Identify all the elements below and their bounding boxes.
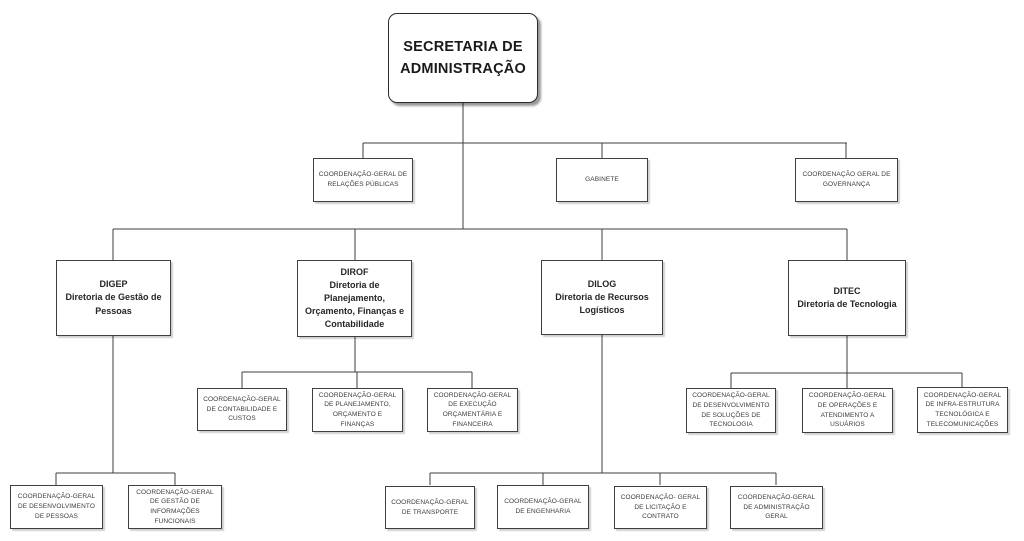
org-box-label: COORDENAÇÃO- GERAL DE LICITAÇÃO E CONTRA… <box>620 493 701 521</box>
org-box-label: COORDENAÇÃO GERAL DE GOVERNANÇA <box>802 171 891 188</box>
org-box-administracao-geral: COORDENAÇÃO-GERAL DE ADMINISTRAÇÃO GERAL <box>730 486 823 529</box>
org-box-label: COORDENAÇÃO-GERAL DE TRANSPORTE <box>391 498 469 516</box>
org-box-engenharia: COORDENAÇÃO-GERAL DE ENGENHARIA <box>497 485 589 529</box>
org-box-secretaria-de-administracao: SECRETARIA DE ADMINISTRAÇÃO <box>388 13 538 103</box>
directorate-acronym: DILOG <box>587 278 617 289</box>
org-box-label: COORDENAÇÃO-GERAL DE RELAÇÕES PÚBLICAS <box>318 171 408 188</box>
org-box-relacoes-publicas: COORDENAÇÃO-GERAL DE RELAÇÕES PÚBLICAS <box>313 158 413 202</box>
org-box-licitacao-contrato: COORDENAÇÃO- GERAL DE LICITAÇÃO E CONTRA… <box>614 486 707 529</box>
org-box-label: COORDENAÇÃO-GERAL DE CONTABILIDADE E CUS… <box>203 395 281 423</box>
org-box-label: COORDENAÇÃO-GERAL DE INFRA-ESTRUTURA TEC… <box>923 391 1002 428</box>
org-box-operacoes-atendimento-usuarios: COORDENAÇÃO-GERAL DE OPERAÇÕES E ATENDIM… <box>802 388 893 433</box>
org-box-dirof: DIROF Diretoria de Planejamento, Orçamen… <box>297 260 412 337</box>
directorate-acronym: DIGEP <box>99 279 128 290</box>
org-box-desenvolvimento-pessoas: COORDENAÇÃO-GERAL DE DESENVOLVIMENTO DE … <box>10 485 103 529</box>
org-box-label: SECRETARIA DE ADMINISTRAÇÃO <box>400 38 526 77</box>
org-box-infraestrutura-tecnologica-telecom: COORDENAÇÃO-GERAL DE INFRA-ESTRUTURA TEC… <box>917 387 1008 433</box>
org-box-gabinete: GABINETE <box>556 158 648 202</box>
org-box-label: COORDENAÇÃO-GERAL DE EXECUÇÃO ORÇAMENTÁR… <box>433 391 512 428</box>
directorate-acronym: DITEC <box>833 285 861 296</box>
org-box-governanca: COORDENAÇÃO GERAL DE GOVERNANÇA <box>795 158 898 202</box>
org-box-label: GABINETE <box>585 176 619 184</box>
org-box-planejamento-orcamento-financas: COORDENAÇÃO-GERAL DE PLANEJAMENTO, ORÇAM… <box>312 388 403 432</box>
directorate-name: Diretoria de Recursos Logísticos <box>555 291 649 316</box>
org-box-gestao-informacoes-funcionais: COORDENAÇÃO-GERAL DE GESTÃO DE INFORMAÇÕ… <box>128 485 222 529</box>
org-box-label: COORDENAÇÃO-GERAL DE ADMINISTRAÇÃO GERAL <box>737 493 816 521</box>
org-box-transporte: COORDENAÇÃO-GERAL DE TRANSPORTE <box>385 486 475 529</box>
org-box-label: COORDENAÇÃO-GERAL DE OPERAÇÕES E ATENDIM… <box>808 392 887 429</box>
org-box-label: COORDENAÇÃO-GERAL DE ENGENHARIA <box>504 498 582 515</box>
directorate-acronym: DIROF <box>340 266 369 277</box>
directorate-name: Diretoria de Gestão de Pessoas <box>65 292 162 316</box>
org-box-dilog: DILOG Diretoria de Recursos Logísticos <box>541 260 663 335</box>
org-box-digep: DIGEP Diretoria de Gestão de Pessoas <box>56 260 171 336</box>
org-box-contabilidade-custos: COORDENAÇÃO-GERAL DE CONTABILIDADE E CUS… <box>197 388 287 431</box>
org-box-label: COORDENAÇÃO-GERAL DE DESENVOLVIMENTO DE … <box>17 493 96 520</box>
directorate-name: Diretoria de Tecnologia <box>797 299 897 309</box>
org-box-label: COORDENAÇÃO-GERAL DE GESTÃO DE INFORMAÇÕ… <box>136 488 214 525</box>
org-box-label: COORDENAÇÃO-GERAL DE PLANEJAMENTO, ORÇAM… <box>318 391 397 428</box>
org-box-desenvolvimento-solucoes-tecnologia: COORDENAÇÃO-GERAL DE DESENVOLVIMENTO DE … <box>686 388 776 433</box>
directorate-name: Diretoria de Planejamento, Orçamento, Fi… <box>304 279 405 330</box>
org-box-label: COORDENAÇÃO-GERAL DE DESENVOLVIMENTO DE … <box>692 392 770 429</box>
org-box-execucao-orcamentaria-financeira: COORDENAÇÃO-GERAL DE EXECUÇÃO ORÇAMENTÁR… <box>427 388 518 432</box>
org-box-ditec: DITEC Diretoria de Tecnologia <box>788 260 906 336</box>
